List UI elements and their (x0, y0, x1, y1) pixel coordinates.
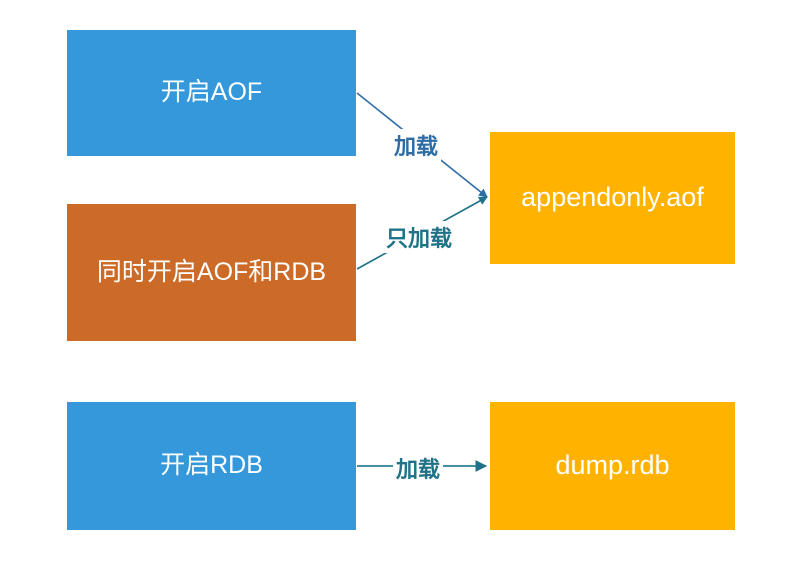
edge-label-aof-to-appendonly: 加载 (391, 129, 442, 161)
node-open-rdb-label: 开启RDB (160, 451, 263, 480)
node-appendonly-aof-label: appendonly.aof (521, 182, 704, 213)
node-open-aof-and-rdb-label: 同时开启AOF和RDB (96, 257, 327, 286)
node-appendonly-aof[interactable]: appendonly.aof (490, 132, 735, 264)
node-open-aof-label: 开启AOF (160, 78, 263, 107)
node-open-aof[interactable]: 开启AOF (67, 30, 356, 156)
node-dump-rdb[interactable]: dump.rdb (490, 402, 735, 530)
node-dump-rdb-label: dump.rdb (555, 450, 670, 481)
edge-label-rdb-to-dump: 加载 (393, 452, 444, 484)
node-open-rdb[interactable]: 开启RDB (67, 402, 356, 530)
node-open-aof-and-rdb[interactable]: 同时开启AOF和RDB (67, 204, 356, 341)
edge-label-both-to-appendonly: 只加载 (383, 221, 456, 253)
